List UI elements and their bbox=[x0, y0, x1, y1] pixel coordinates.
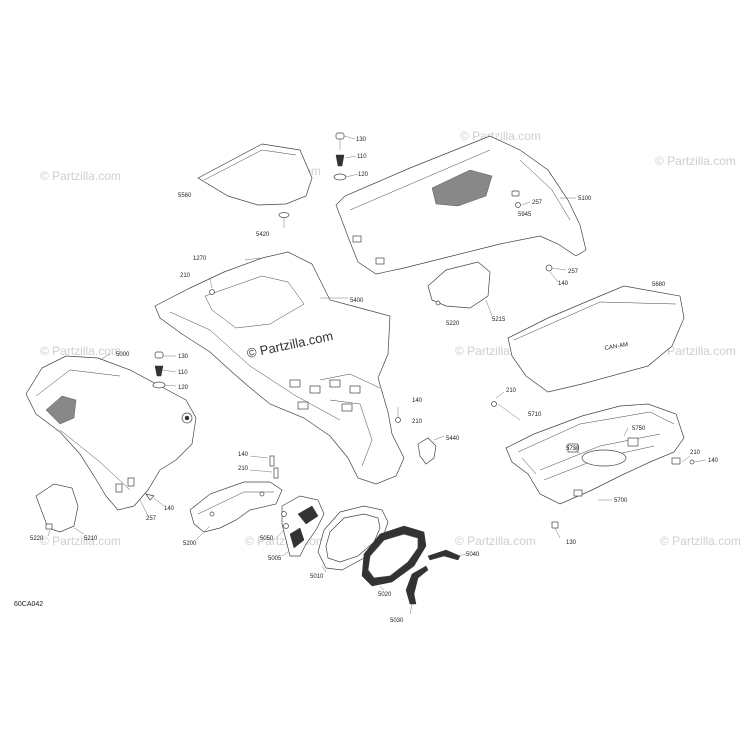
callout-210: 210 bbox=[180, 273, 191, 279]
callout-5020: 5020 bbox=[378, 592, 392, 598]
callout-5420: 5420 bbox=[256, 232, 270, 238]
part-bracket-5005 bbox=[275, 495, 325, 557]
callout-210: 210 bbox=[412, 419, 423, 425]
callout-257: 257 bbox=[146, 516, 157, 522]
callout-110: 110 bbox=[178, 370, 188, 376]
callout-5010: 5010 bbox=[310, 574, 324, 580]
callout-110: 110 bbox=[357, 154, 367, 160]
callout-5050: 5050 bbox=[260, 536, 274, 542]
callout-labels: 130 110 120 5560 5420 5100 257 5945 257 … bbox=[30, 137, 719, 624]
callout-5220: 5220 bbox=[30, 536, 44, 542]
callout-5700: 5700 bbox=[614, 498, 628, 504]
callout-5005: 5005 bbox=[268, 556, 282, 562]
callout-210: 210 bbox=[690, 450, 701, 456]
part-lid-5680: CAN-AM bbox=[507, 285, 685, 393]
callout-5560: 5560 bbox=[178, 193, 192, 199]
callout-5945: 5945 bbox=[518, 212, 532, 218]
part-trim-5030 bbox=[405, 565, 429, 615]
callout-140: 140 bbox=[238, 452, 249, 458]
callout-5210: 5210 bbox=[84, 536, 98, 542]
callout-140: 140 bbox=[558, 281, 569, 287]
callout-5215: 5215 bbox=[492, 317, 506, 323]
watermark: © Partzilla.com bbox=[40, 169, 121, 183]
part-frame-5020 bbox=[361, 525, 427, 591]
watermark: © Partzilla.com bbox=[655, 344, 736, 358]
diagram-code: 60CA042 bbox=[14, 601, 43, 608]
callout-210: 210 bbox=[238, 466, 249, 472]
part-panel-5560 bbox=[197, 143, 313, 228]
part-body-5400 bbox=[154, 251, 405, 485]
part-bracket-5200 bbox=[189, 455, 283, 541]
fasteners-left-lower bbox=[139, 493, 165, 517]
part-trim-5040 bbox=[427, 549, 467, 561]
callout-5000: 5000 bbox=[116, 352, 130, 358]
callout-5040: 5040 bbox=[466, 552, 480, 558]
part-panel-5100 bbox=[335, 135, 587, 283]
callout-140: 140 bbox=[708, 458, 719, 464]
watermark: © Partzilla.com bbox=[455, 534, 536, 548]
watermark: © Partzilla.com bbox=[660, 534, 741, 548]
callout-257: 257 bbox=[532, 200, 543, 206]
callout-5680: 5680 bbox=[652, 282, 666, 288]
callout-5750: 5750 bbox=[632, 426, 646, 432]
callout-130: 130 bbox=[178, 354, 189, 360]
callout-210: 210 bbox=[506, 388, 517, 394]
fastener-stack-left bbox=[152, 351, 177, 389]
callout-5200: 5200 bbox=[183, 541, 197, 547]
callout-5100: 5100 bbox=[578, 196, 592, 202]
fastener-stack-top bbox=[333, 132, 359, 181]
callout-130: 130 bbox=[566, 540, 577, 546]
callout-1270: 1270 bbox=[193, 256, 207, 262]
callout-120: 120 bbox=[178, 385, 189, 391]
watermark: © Partzilla.com bbox=[40, 344, 121, 358]
watermark: © Partzilla.com bbox=[655, 154, 736, 168]
watermark-layer: © Partzilla.com © Partzilla.com © Partzi… bbox=[40, 129, 741, 548]
callout-120: 120 bbox=[358, 172, 369, 178]
part-panel-5000 bbox=[25, 353, 197, 511]
watermark: © Partzilla.com bbox=[40, 534, 121, 548]
part-tray-5700 bbox=[491, 391, 707, 539]
callout-140: 140 bbox=[164, 506, 175, 512]
part-cover-5215 bbox=[427, 261, 493, 317]
callout-5710: 5710 bbox=[528, 412, 542, 418]
callout-5030: 5030 bbox=[390, 618, 404, 624]
part-bracket-5220 bbox=[35, 483, 85, 537]
callout-257: 257 bbox=[568, 269, 579, 275]
callout-5220: 5220 bbox=[446, 321, 460, 327]
lid-logo: CAN-AM bbox=[604, 342, 628, 352]
callout-140: 140 bbox=[412, 398, 423, 404]
callout-5440: 5440 bbox=[446, 436, 460, 442]
part-clip-5440 bbox=[417, 435, 445, 465]
watermark: © Partzilla.com bbox=[460, 129, 541, 143]
callout-5400: 5400 bbox=[350, 298, 364, 304]
callout-5730: 5730 bbox=[566, 446, 580, 452]
callout-130: 130 bbox=[356, 137, 367, 143]
